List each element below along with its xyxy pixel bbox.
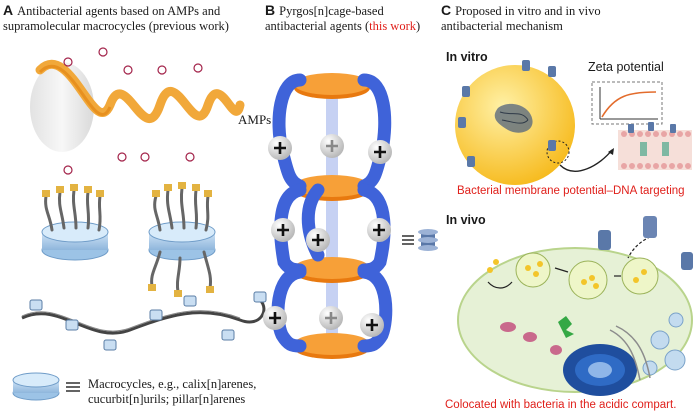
macrocycle-legend-text: Macrocycles, e.g., calix[n]arenes, cucur… xyxy=(88,377,256,407)
macrocycle-legend-icon xyxy=(12,372,80,401)
zeta-potential-inset xyxy=(591,81,663,125)
panel-b-title-line2: antibacterial agents ( xyxy=(265,19,370,33)
plus-charge xyxy=(63,57,73,67)
phagosome xyxy=(515,252,551,288)
equivalent-icon xyxy=(66,382,80,392)
plus-charge xyxy=(63,165,73,175)
phagosome xyxy=(568,260,608,300)
plus-charge xyxy=(140,152,150,162)
amps-label: AMPs xyxy=(238,112,272,127)
bacterium-in-vitro xyxy=(455,65,614,185)
zeta-potential-label: Zeta potential xyxy=(588,60,664,74)
macrocycle-with-arms-left xyxy=(41,184,109,261)
panel-c-title-line1: Proposed in vitro and in vivo xyxy=(455,4,601,18)
plus-charge xyxy=(185,152,195,162)
golgi xyxy=(558,316,574,338)
plus-charge xyxy=(123,65,133,75)
polymer-chain-with-macrocycles xyxy=(21,291,267,351)
legend-line1: Macrocycles, e.g., calix[n]arenes, xyxy=(88,377,257,391)
plus-charge xyxy=(98,47,108,57)
membrane-illustration xyxy=(618,122,692,170)
panel-a-title-line2: supramolecular macrocycles (previous wor… xyxy=(3,19,229,33)
panel-a-title-line1: Antibacterial agents based on AMPs and xyxy=(17,4,221,18)
this-work-highlight: this work xyxy=(369,19,416,33)
blue-linkers xyxy=(271,73,393,353)
plus-charge xyxy=(117,152,127,162)
plus-charge xyxy=(157,65,167,75)
panel-b-letter: B xyxy=(265,2,276,18)
trafficking-arrows xyxy=(487,234,656,289)
plus-signs xyxy=(269,140,386,331)
host-cell-in-vivo xyxy=(457,234,693,396)
in-vivo-caption: Colocated with bacteria in the acidic co… xyxy=(445,399,677,411)
phagosome xyxy=(621,257,659,295)
cage-equivalent-icon xyxy=(402,229,438,251)
panel-b-title-line2-end: ) xyxy=(416,19,421,33)
in-vitro-caption: Bacterial membrane potential–DNA targeti… xyxy=(457,185,685,197)
charge-markers xyxy=(63,47,203,175)
panel-c-letter: C xyxy=(441,2,452,18)
drug-molecules-in-vitro xyxy=(458,60,556,167)
drug-molecules-in-vivo xyxy=(598,216,693,270)
plus-charge xyxy=(193,63,203,73)
panel-c-title-line2: antibacterial mechanism xyxy=(441,19,563,33)
legend-line2: cucurbit[n]urils; pillar[n]arenes xyxy=(88,392,246,406)
in-vitro-label: In vitro xyxy=(446,50,488,64)
amp-helix-diagram xyxy=(30,47,245,175)
cationic-groups xyxy=(263,134,392,337)
in-vivo-label: In vivo xyxy=(446,213,486,227)
panel-b-title-line1: Pyrgos[n]cage-based xyxy=(279,4,384,18)
pyrgos-cage-model xyxy=(263,73,393,359)
macrocycle-with-arms-right xyxy=(148,182,216,297)
helix-cylinder xyxy=(30,62,94,152)
panel-a-letter: A xyxy=(3,2,14,18)
